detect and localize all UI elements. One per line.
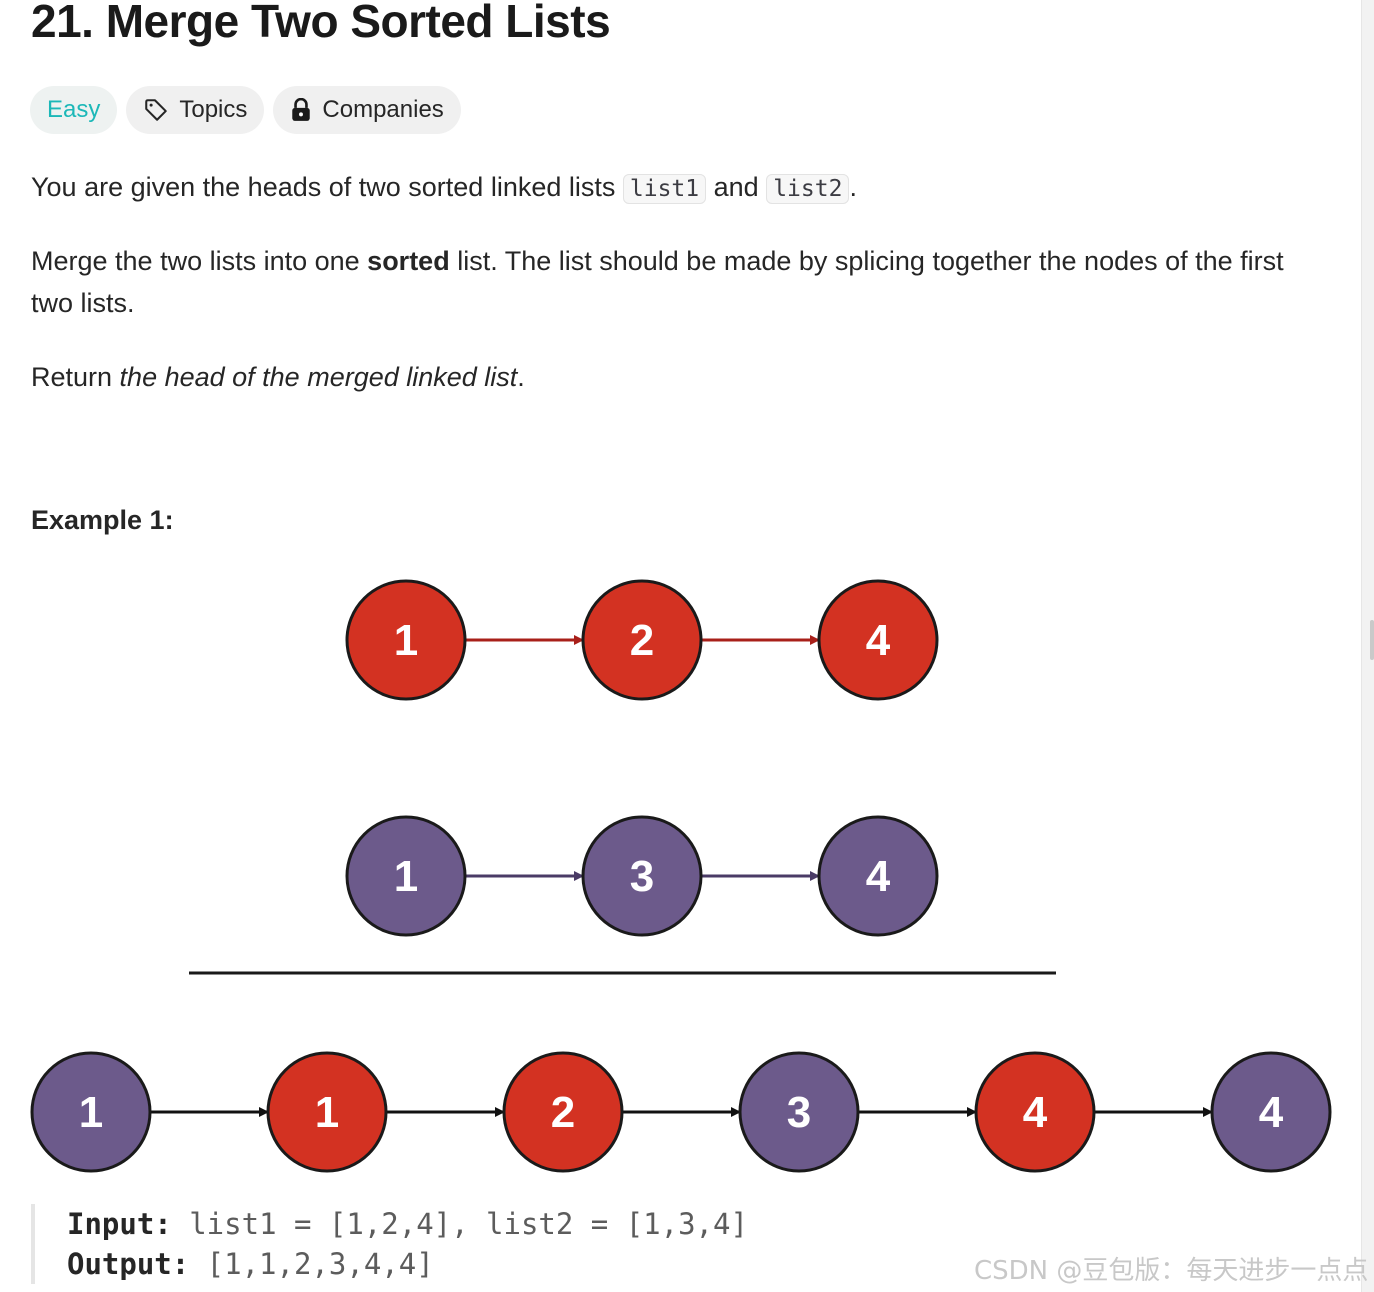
list2-node-label-1: 1 xyxy=(394,852,418,901)
merged-node-label-6: 4 xyxy=(1259,1088,1284,1137)
tag-icon xyxy=(143,97,169,123)
merged-node-4: 3 xyxy=(738,1051,860,1173)
inline-code-list1: list1 xyxy=(622,174,707,204)
merged-node-circle-4 xyxy=(738,1051,860,1173)
merged-node-6: 4 xyxy=(1210,1051,1332,1173)
merged-node-label-2: 1 xyxy=(315,1088,339,1137)
list2-node-circle-1 xyxy=(345,815,467,937)
merged-node-label-1: 1 xyxy=(79,1088,103,1137)
watermark: CSDN @豆包版：每天进步一点点 xyxy=(974,1256,1369,1286)
difficulty-label: Easy xyxy=(47,96,101,123)
merged-node-1: 1 xyxy=(30,1051,152,1173)
example-title: Example 1: xyxy=(31,505,174,535)
list1-node-circle-3 xyxy=(817,579,939,701)
list1-node-label-2: 2 xyxy=(630,616,654,665)
inline-code-list2: list2 xyxy=(766,174,850,204)
problem-title: 21. Merge Two Sorted Lists xyxy=(31,0,611,47)
merged-node-circle-5 xyxy=(974,1051,1096,1173)
linked-list-diagram: 1 2 4 1 3 4 1 1 2 3 4 4 xyxy=(30,579,1332,1173)
example-io-block: Input: list1 = [1,2,4], list2 = [1,3,4] … xyxy=(31,1204,931,1284)
description-paragraph-1: You are given the heads of two sorted li… xyxy=(31,172,857,204)
example-input: Input: list1 = [1,2,4], list2 = [1,3,4] xyxy=(67,1207,748,1241)
list1-node-3: 4 xyxy=(817,579,939,701)
difficulty-badge[interactable]: Easy xyxy=(30,86,118,134)
list2-node-2: 3 xyxy=(581,815,703,937)
companies-button[interactable]: Companies xyxy=(273,86,461,134)
description-paragraph-2: Merge the two lists into one sorted list… xyxy=(31,246,1284,318)
list1-node-circle-1 xyxy=(345,579,467,701)
list1-node-circle-2 xyxy=(581,579,703,701)
merged-node-circle-3 xyxy=(502,1051,624,1173)
merged-node-circle-2 xyxy=(266,1051,388,1173)
companies-label: Companies xyxy=(322,96,444,123)
list2-node-label-2: 3 xyxy=(630,852,654,901)
list2-node-3: 4 xyxy=(817,815,939,937)
topics-label: Topics xyxy=(179,96,248,123)
example-output: Output: [1,1,2,3,4,4] xyxy=(67,1247,434,1281)
list1-node-2: 2 xyxy=(581,579,703,701)
list2-node-1: 1 xyxy=(345,815,467,937)
list2-node-circle-2 xyxy=(581,815,703,937)
merged-node-label-5: 4 xyxy=(1023,1088,1048,1137)
italic-return-text: the head of the merged linked list xyxy=(119,362,518,392)
merged-node-label-3: 2 xyxy=(551,1088,575,1137)
merged-node-5: 4 xyxy=(974,1051,1096,1173)
lock-icon xyxy=(290,98,312,122)
merged-node-circle-1 xyxy=(30,1051,152,1173)
topics-button[interactable]: Topics xyxy=(126,86,265,134)
description-paragraph-3: Return the head of the merged linked lis… xyxy=(31,362,525,392)
merged-node-label-4: 3 xyxy=(787,1088,811,1137)
merged-node-circle-6 xyxy=(1210,1051,1332,1173)
list1-node-label-3: 4 xyxy=(866,616,891,665)
list2-node-circle-3 xyxy=(817,815,939,937)
merged-node-2: 1 xyxy=(266,1051,388,1173)
list1-node-1: 1 xyxy=(345,579,467,701)
list2-node-label-3: 4 xyxy=(866,852,891,901)
merged-node-3: 2 xyxy=(502,1051,624,1173)
bold-sorted: sorted xyxy=(367,246,450,276)
problem-tags: Easy Topics Companies xyxy=(30,86,461,134)
list1-node-label-1: 1 xyxy=(394,616,418,665)
scrollbar-thumb[interactable] xyxy=(1370,620,1374,660)
scrollbar[interactable] xyxy=(1361,0,1374,1292)
